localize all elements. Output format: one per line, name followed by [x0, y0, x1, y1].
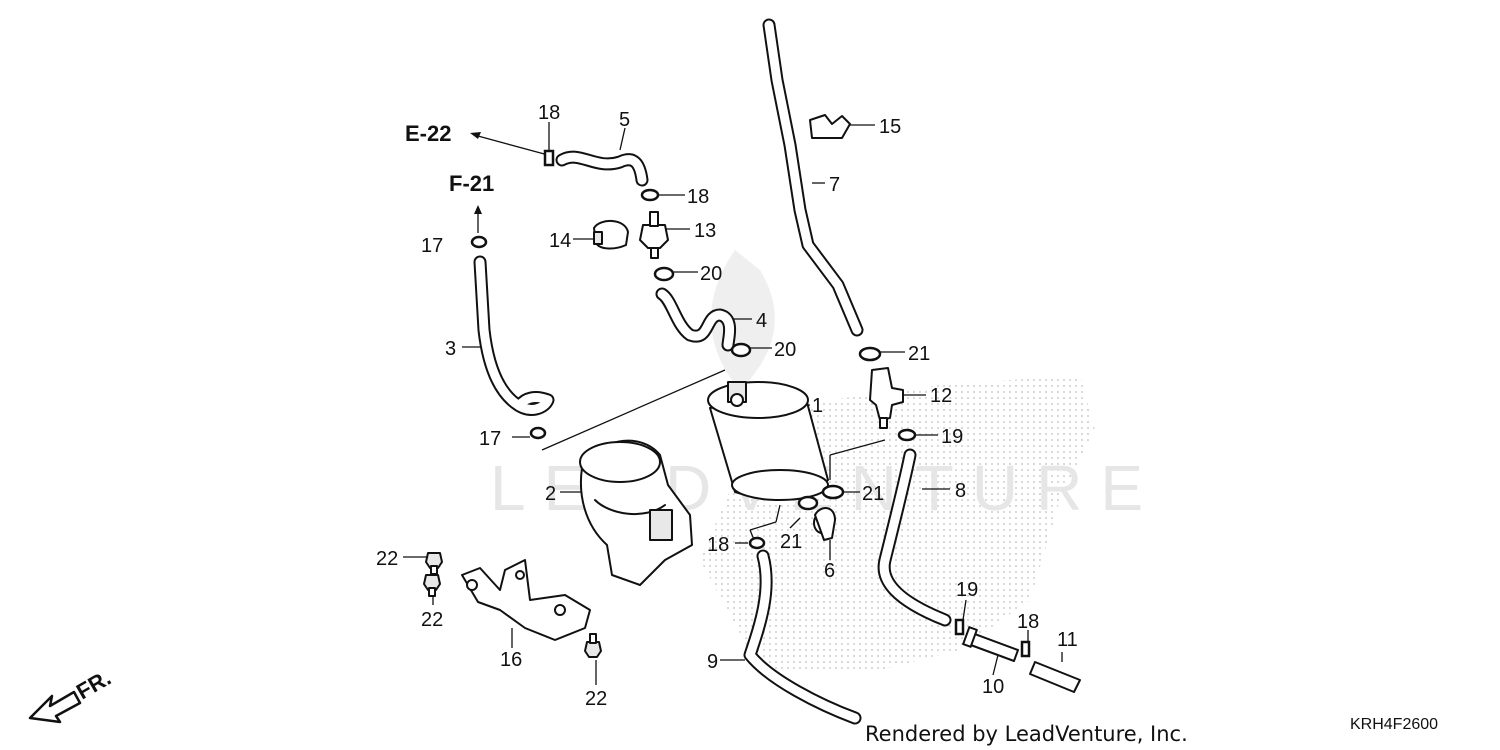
- part-label-5[interactable]: 5: [619, 109, 630, 131]
- part-label-22-c[interactable]: 22: [585, 688, 607, 710]
- hose-3: [473, 255, 555, 416]
- part-label-21-a[interactable]: 21: [908, 343, 930, 365]
- canister-holder: [579, 439, 693, 586]
- reference-arrows: [470, 132, 482, 214]
- clamp-18-a: [543, 149, 555, 167]
- clamp-14: [593, 220, 629, 250]
- front-arrow-icon: [28, 690, 82, 724]
- hose-9: [743, 549, 862, 725]
- part-label-3[interactable]: 3: [445, 338, 456, 360]
- hose-5: [555, 150, 649, 187]
- clamp-19-a: [897, 428, 917, 442]
- reference-f21[interactable]: F-21: [449, 171, 494, 196]
- hose-4: [655, 287, 737, 352]
- part-label-20-a[interactable]: 20: [700, 263, 722, 285]
- pipe-10: [962, 626, 1019, 662]
- clamp-18-c: [748, 536, 766, 550]
- part-label-12[interactable]: 12: [930, 385, 952, 407]
- clip-15: [809, 114, 851, 139]
- part-label-10[interactable]: 10: [982, 676, 1004, 698]
- clamp-20-b: [730, 342, 752, 358]
- render-credit: Rendered by LeadVenture, Inc.: [865, 722, 1188, 746]
- part-label-1[interactable]: 1: [812, 395, 823, 417]
- bolt-22-a: [425, 552, 443, 575]
- bolt-22-c: [584, 633, 602, 658]
- part-label-16[interactable]: 16: [500, 649, 522, 671]
- front-direction-arrow: FR.: [28, 665, 115, 724]
- part-label-15[interactable]: 15: [879, 116, 901, 138]
- reference-e22[interactable]: E-22: [405, 121, 451, 146]
- part-label-22-a[interactable]: 22: [376, 548, 398, 570]
- diagram-code: KRH4F2600: [1350, 716, 1438, 733]
- part-label-19-a[interactable]: 19: [941, 426, 963, 448]
- part-label-7[interactable]: 7: [829, 174, 840, 196]
- part-label-14[interactable]: 14: [549, 230, 571, 252]
- cap-11: [1029, 661, 1081, 693]
- hose-8: [877, 448, 952, 627]
- bracket: [461, 559, 591, 641]
- part-label-17-b[interactable]: 17: [479, 428, 501, 450]
- part-label-2[interactable]: 2: [545, 483, 556, 505]
- clamp-17-b: [529, 426, 547, 440]
- clamp-21-b: [821, 484, 845, 500]
- part-label-4[interactable]: 4: [756, 310, 767, 332]
- part-label-6[interactable]: 6: [824, 560, 835, 582]
- part-label-17-a[interactable]: 17: [421, 235, 443, 257]
- clamp-21-a: [858, 346, 882, 362]
- clamp-19-b: [954, 618, 965, 636]
- hose-7: [762, 18, 864, 337]
- part-label-18-c[interactable]: 18: [707, 534, 729, 556]
- part-label-9[interactable]: 9: [707, 651, 718, 673]
- part-label-8[interactable]: 8: [955, 480, 966, 502]
- clamp-18-b: [640, 188, 660, 202]
- part-label-21-b[interactable]: 21: [862, 483, 884, 505]
- part-label-13[interactable]: 13: [694, 220, 716, 242]
- part-label-22-b[interactable]: 22: [421, 609, 443, 631]
- part-label-18-b[interactable]: 18: [687, 186, 709, 208]
- part-label-18-d[interactable]: 18: [1017, 611, 1039, 633]
- part-label-18-a[interactable]: 18: [538, 102, 560, 124]
- canister: [707, 381, 829, 501]
- joint-12: [869, 367, 904, 429]
- part-label-19-b[interactable]: 19: [956, 579, 978, 601]
- fitting-6: [813, 507, 836, 541]
- clamp-20-a: [653, 266, 675, 282]
- part-label-21-c[interactable]: 21: [780, 531, 802, 553]
- bolt-22-b: [423, 574, 441, 597]
- valve-13: [639, 211, 669, 259]
- part-label-11[interactable]: 11: [1057, 629, 1078, 651]
- clamp-18-d: [1020, 640, 1031, 658]
- clamp-17-a: [470, 235, 488, 249]
- part-labels: 1 2 3 4 5 6 7 8 9 10 11 12 13 14 15 16 1…: [376, 102, 1078, 710]
- clamp-21-c: [797, 495, 819, 511]
- part-label-20-b[interactable]: 20: [774, 339, 796, 361]
